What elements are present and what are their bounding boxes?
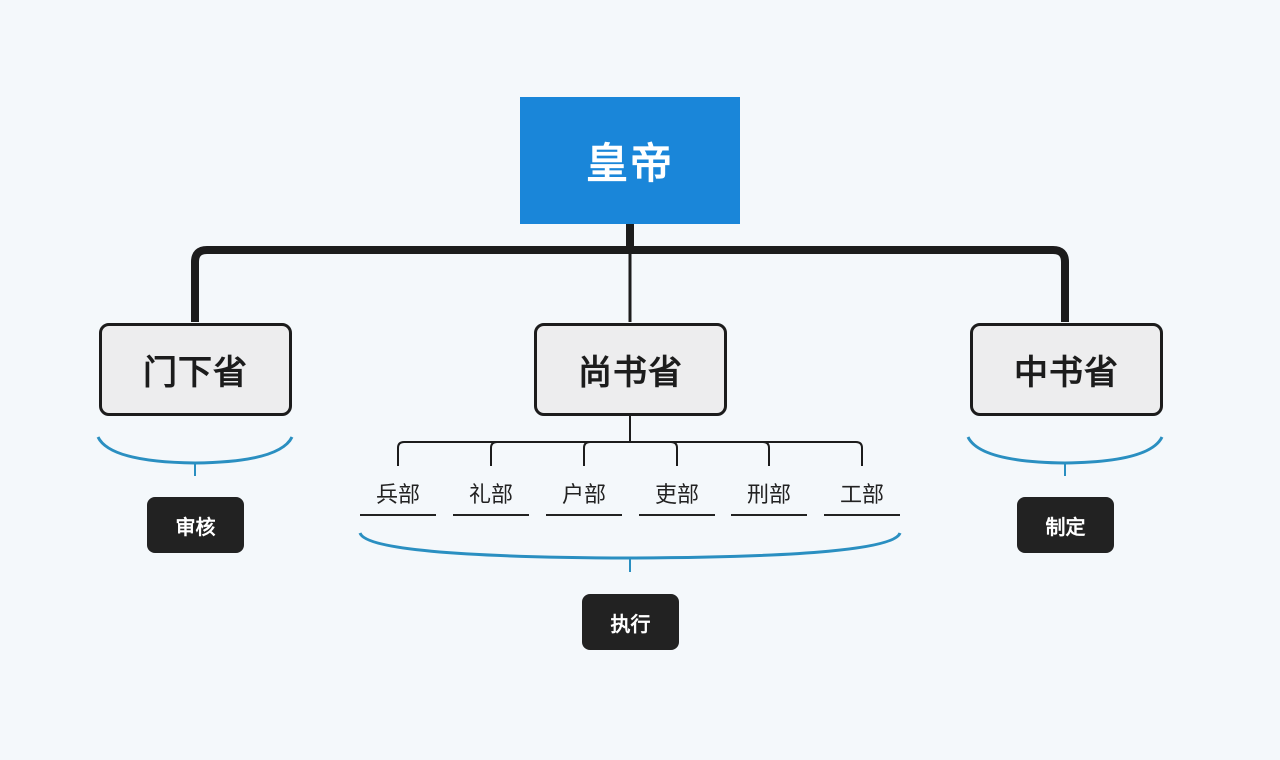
ministry-branch-5 <box>762 441 770 466</box>
menxia-brace <box>96 436 294 465</box>
shangshu-brace <box>358 532 902 560</box>
dept-node-menxia: 门下省 <box>99 323 292 416</box>
ministry-bus-line <box>397 441 863 466</box>
ministry-node-bing: 兵部 <box>360 472 436 516</box>
ministry-branch-2 <box>490 441 498 466</box>
root-node-emperor: 皇帝 <box>520 97 740 224</box>
tag-formulate: 制定 <box>1017 497 1114 553</box>
ministry-node-li-personnel: 吏部 <box>639 472 715 516</box>
ministry-branch-3 <box>583 441 591 466</box>
dept-node-shangshu: 尚书省 <box>534 323 727 416</box>
ministry-branch-4 <box>670 441 678 466</box>
ministry-node-hu: 户部 <box>546 472 622 516</box>
dept-node-zhongshu: 中书省 <box>970 323 1163 416</box>
ministry-node-xing: 刑部 <box>731 472 807 516</box>
ministry-node-gong: 工部 <box>824 472 900 516</box>
tag-execute: 执行 <box>582 594 679 650</box>
zhongshu-brace <box>966 436 1164 465</box>
ministry-node-li-rites: 礼部 <box>453 472 529 516</box>
tag-review: 审核 <box>147 497 244 553</box>
